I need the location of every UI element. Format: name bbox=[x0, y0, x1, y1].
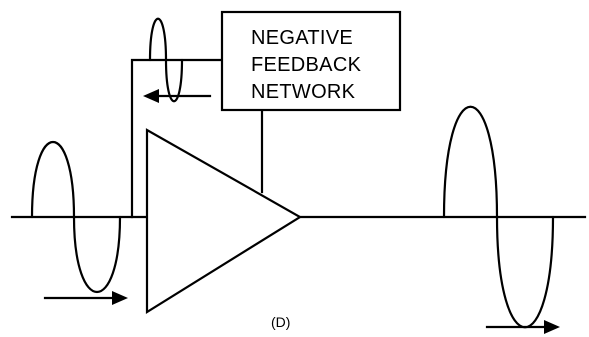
input-sine-wave bbox=[30, 140, 122, 294]
feedback-return-wire bbox=[130, 58, 224, 219]
output-direction-arrow bbox=[485, 320, 560, 334]
feedback-sine-wave bbox=[148, 17, 184, 103]
input-direction-arrow bbox=[43, 291, 128, 305]
feedback-network-box bbox=[220, 10, 402, 112]
feedback-network-line1: NEGATIVE bbox=[251, 27, 353, 49]
output-sine-wave bbox=[442, 105, 555, 329]
feedback-direction-arrow bbox=[143, 89, 212, 103]
figure-label: (D) bbox=[271, 314, 290, 330]
feedback-network-line2: FEEDBACK bbox=[251, 54, 362, 76]
amplifier-triangle bbox=[145, 128, 303, 314]
feedback-network-line3: NETWORK bbox=[251, 81, 356, 103]
